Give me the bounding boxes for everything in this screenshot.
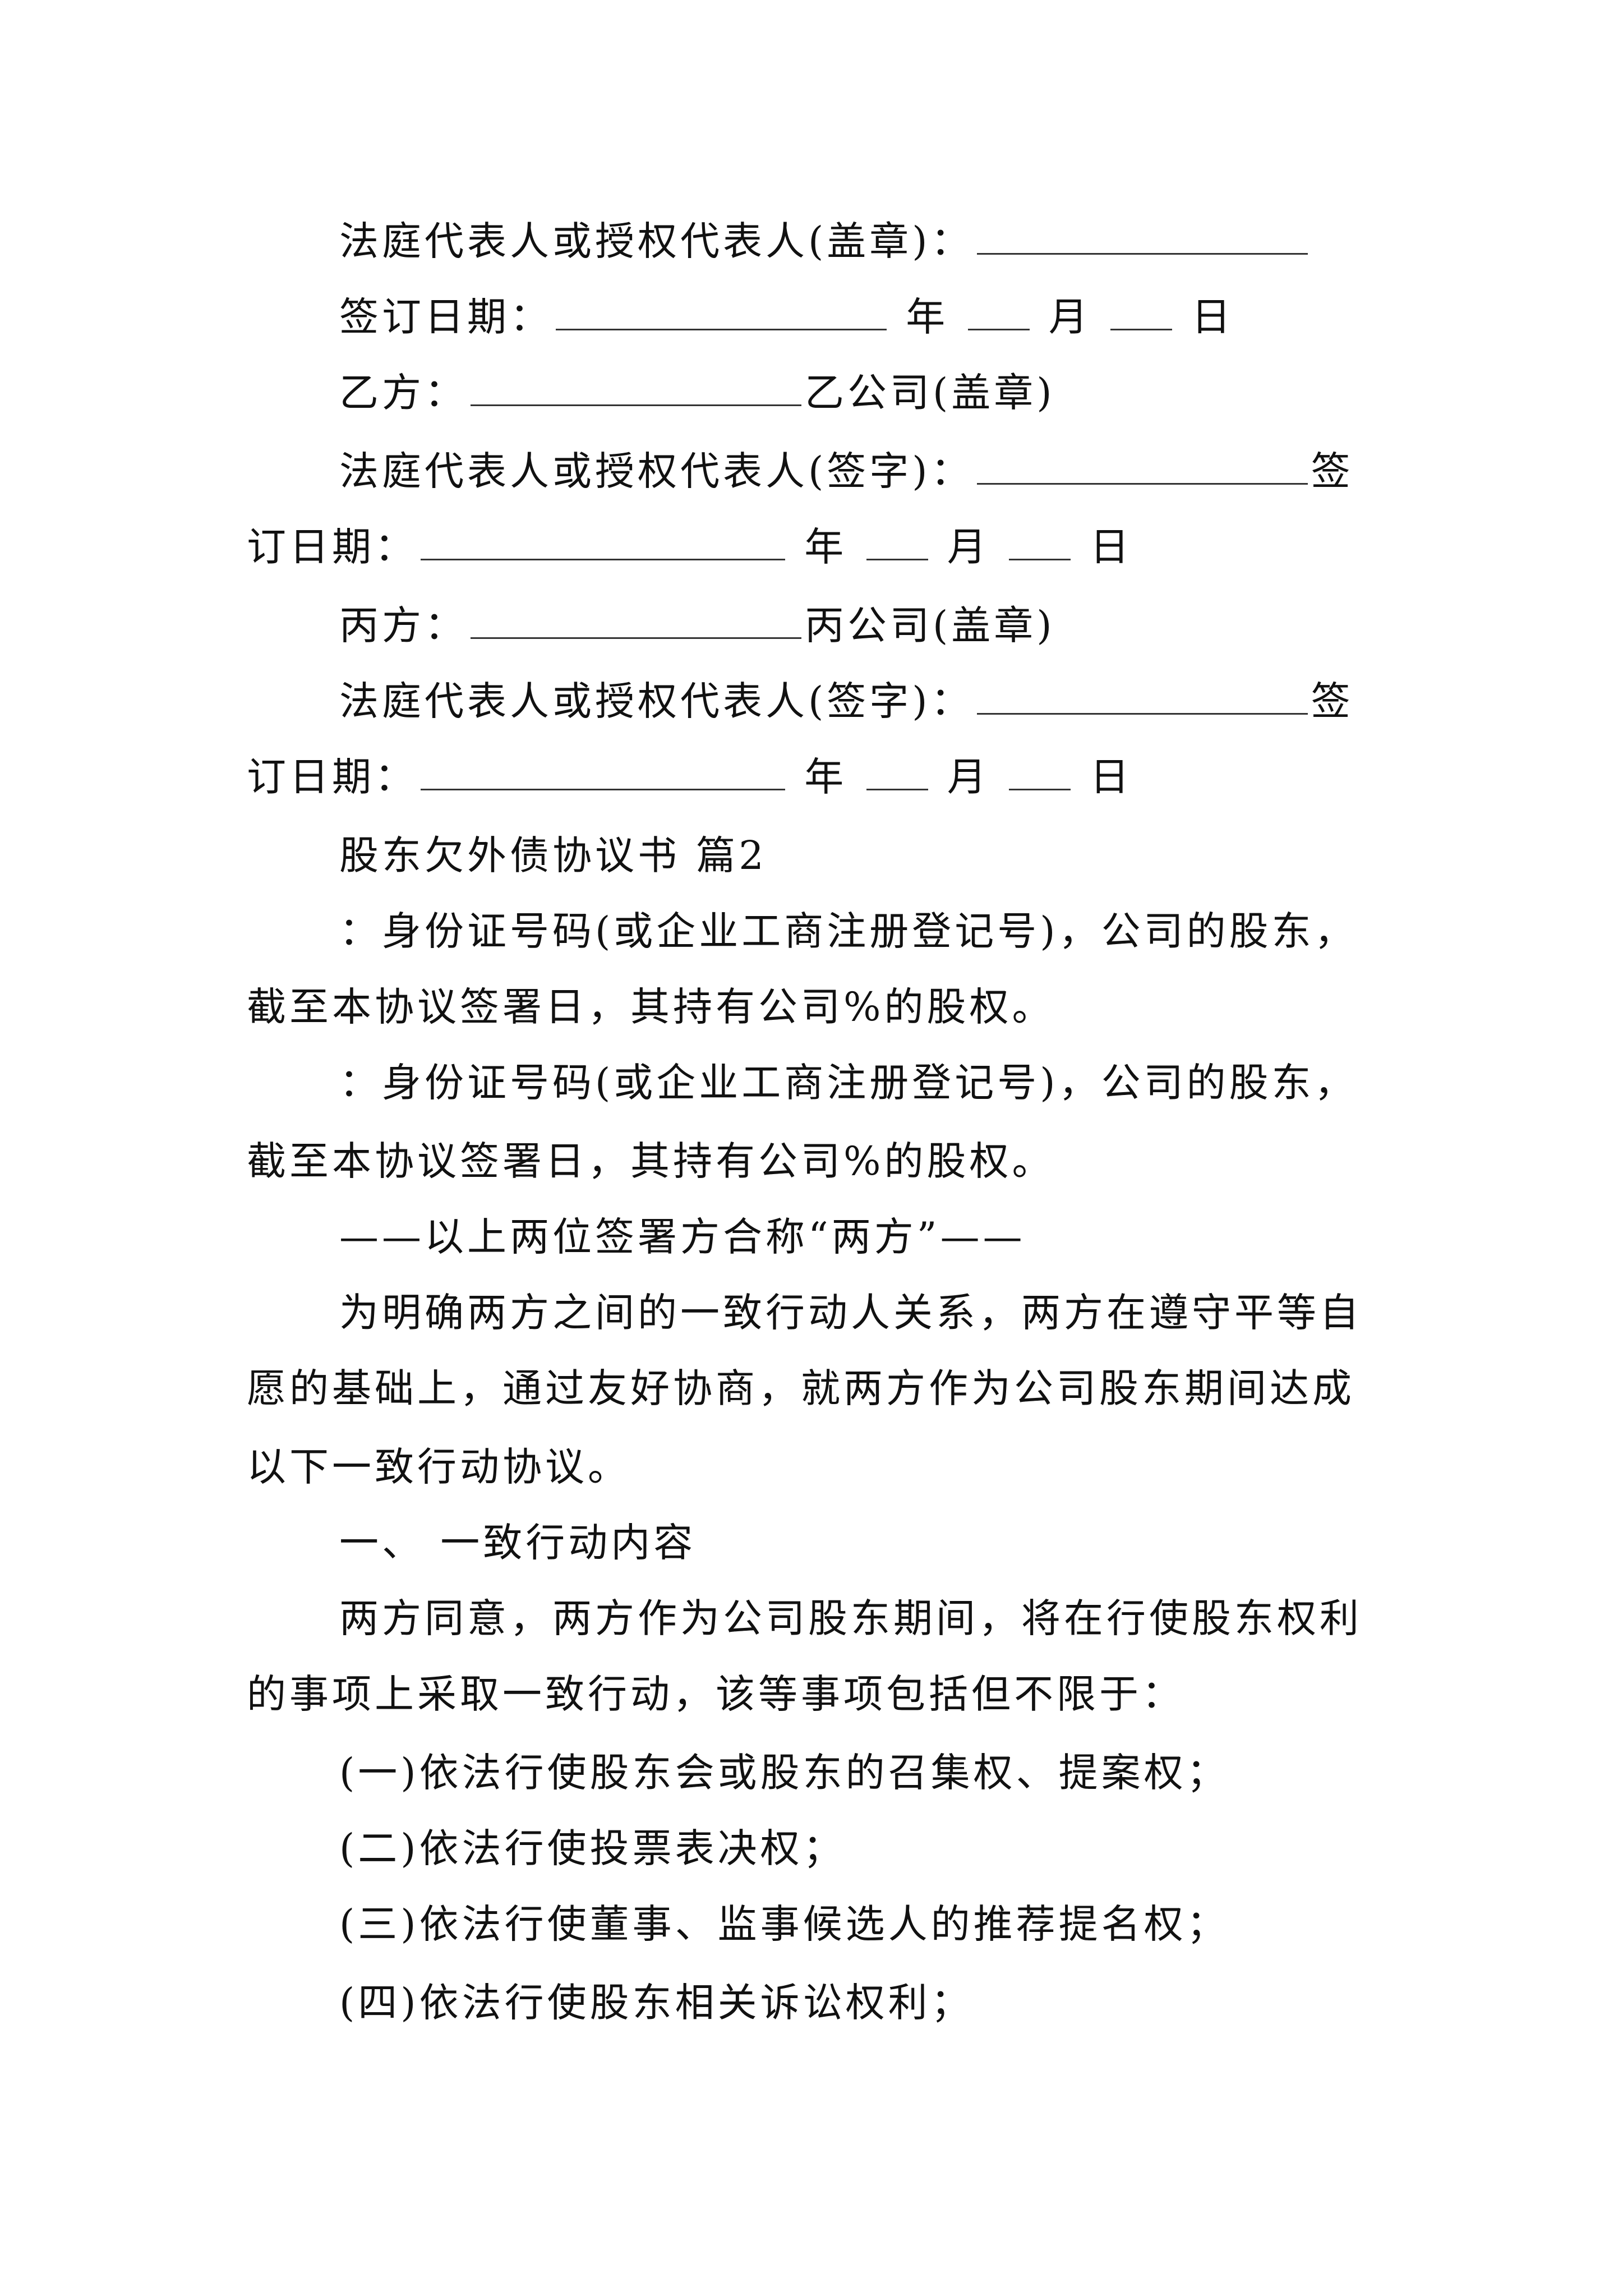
list-item: (二)依法行使投票表决权；: [339, 1825, 846, 1871]
blank-field: [471, 606, 801, 639]
signatory-a-representative-line: 法庭代表人或授权代表人(盖章)：: [339, 222, 1495, 261]
year-label: 年: [804, 754, 847, 800]
paragraph-line: 的事项上采取一致行动，该等事项包括但不限于：: [247, 1671, 1184, 1717]
signatory-a-date-line: 签订日期： 年 月 日: [339, 297, 1495, 337]
paragraph-line: 截至本协议签署日，其持有公司%的股权。: [247, 984, 1055, 1030]
list-item: (四)依法行使股东相关诉讼权利；: [339, 1980, 974, 2026]
blank-field: [421, 527, 785, 560]
blank-field: [866, 527, 928, 560]
text: 订日期：: [247, 524, 417, 570]
blank-field: [1009, 757, 1071, 790]
party-c-line: 丙方：丙公司(盖章): [339, 606, 1495, 645]
day-label: 日: [1090, 754, 1133, 800]
blank-field: [471, 373, 801, 406]
month-label: 月: [947, 524, 990, 570]
year-label: 年: [804, 524, 847, 570]
text: 订日期：: [247, 754, 417, 800]
paragraph-line: 为明确两方之间的一致行动人关系，两方在遵守平等自: [339, 1290, 1362, 1336]
party-b-date-line: 订日期： 年 月 日: [247, 527, 1402, 567]
list-item: (一)依法行使股东会或股东的召集权、提案权；: [339, 1750, 1229, 1796]
blank-field: [866, 757, 928, 790]
text: 乙公司(盖章): [805, 370, 1055, 416]
party-c-date-line: 订日期： 年 月 日: [247, 757, 1402, 797]
blank-field: [967, 297, 1030, 330]
month-label: 月: [947, 754, 990, 800]
year-label: 年: [906, 294, 949, 340]
party-b-representative-line: 法庭代表人或授权代表人(签字)：签: [339, 452, 1495, 491]
paragraph-line: 愿的基础上，通过友好协商，就两方作为公司股东期间达成: [247, 1365, 1355, 1411]
paragraph-line: ：身份证号码(或企业工商注册登记号)，公司的股东，: [339, 1060, 1357, 1106]
blank-field: [976, 222, 1308, 255]
blank-field: [976, 452, 1308, 485]
paragraph-line: ：身份证号码(或企业工商注册登记号)，公司的股东，: [339, 908, 1357, 954]
section-heading: 一、 一致行动内容: [339, 1520, 697, 1566]
list-item: (三)依法行使董事、监事候选人的推荐提名权；: [339, 1901, 1229, 1947]
paragraph-line: 以下一致行动协议。: [247, 1444, 630, 1490]
text: 法庭代表人或授权代表人(签字)：: [339, 678, 974, 724]
blank-field: [1009, 527, 1071, 560]
text: 签: [1311, 678, 1354, 724]
day-label: 日: [1191, 294, 1234, 340]
text: 丙方：: [339, 602, 467, 648]
text: 法庭代表人或授权代表人(盖章)：: [339, 218, 974, 264]
party-b-line: 乙方：乙公司(盖章): [339, 373, 1495, 412]
paragraph-line: ——以上两位签署方合称“两方”——: [339, 1214, 1026, 1260]
party-c-representative-line: 法庭代表人或授权代表人(签字)：签: [339, 682, 1495, 721]
paragraph-line: 两方同意，两方作为公司股东期间，将在行使股东权利: [339, 1595, 1362, 1641]
text: 丙公司(盖章): [805, 602, 1055, 648]
day-label: 日: [1090, 524, 1133, 570]
paragraph-line: 截至本协议签署日，其持有公司%的股权。: [247, 1138, 1055, 1184]
text: 乙方：: [339, 370, 467, 416]
blank-field: [976, 682, 1308, 715]
text: 法庭代表人或授权代表人(签字)：: [339, 448, 974, 494]
text: 签: [1311, 448, 1354, 494]
section-title: 股东欠外债协议书 篇2: [339, 832, 767, 878]
text: 签订日期：: [339, 294, 552, 340]
month-label: 月: [1048, 294, 1091, 340]
blank-field: [556, 297, 887, 330]
blank-field: [421, 757, 785, 790]
blank-field: [1110, 297, 1173, 330]
